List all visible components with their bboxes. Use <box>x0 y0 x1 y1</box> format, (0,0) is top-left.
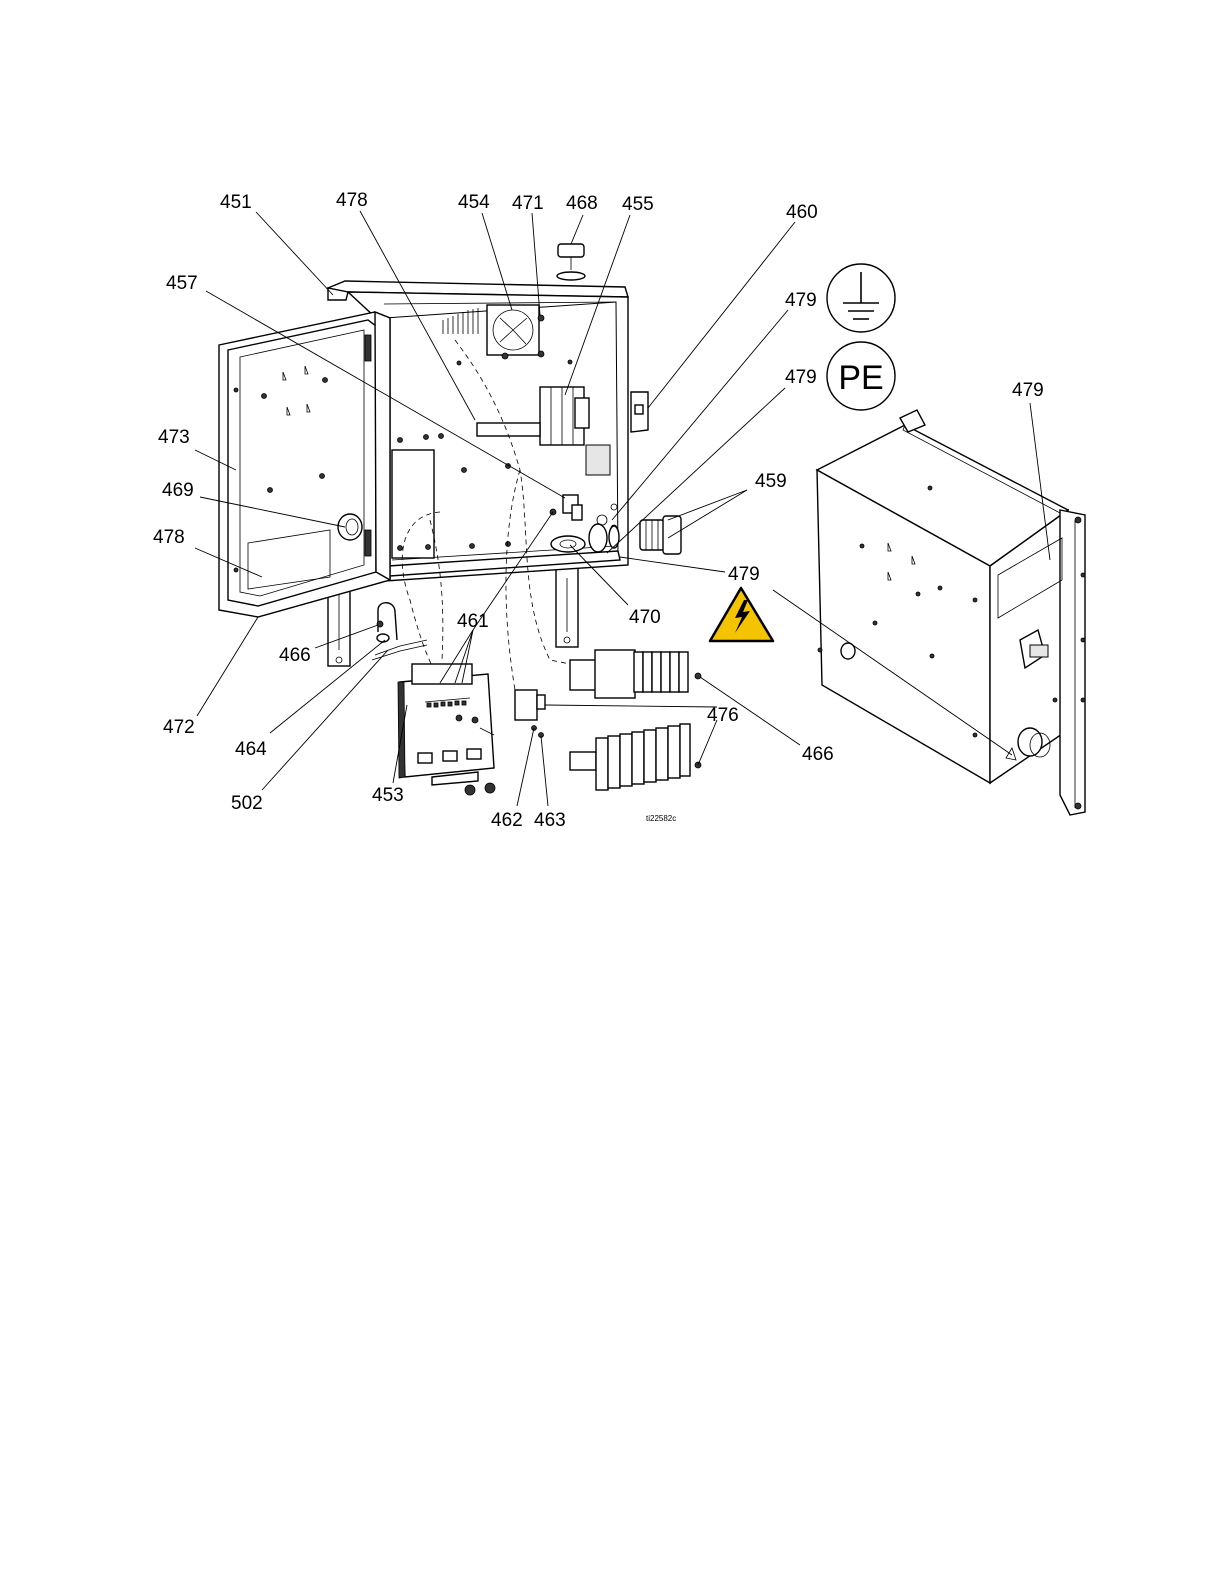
callout-479-ground: 479 <box>785 290 817 311</box>
enclosure-door <box>219 312 390 617</box>
electrical-hazard-warning-icon <box>710 588 773 641</box>
callout-479-pe: 479 <box>785 367 817 388</box>
ground-hardware <box>372 603 427 660</box>
callout-471: 471 <box>512 193 544 214</box>
callout-466-left: 466 <box>279 645 311 666</box>
figure-reference-id: ti22582c <box>646 814 676 823</box>
callout-466-right: 466 <box>802 744 834 765</box>
callout-457: 457 <box>166 273 198 294</box>
callout-479-warning: 479 <box>728 564 760 585</box>
callout-470: 470 <box>629 607 661 628</box>
callout-459: 459 <box>755 471 787 492</box>
callout-479-label: 479 <box>1012 380 1044 401</box>
callout-461: 461 <box>457 611 489 632</box>
callout-478-top: 478 <box>336 190 368 211</box>
callout-455: 455 <box>622 194 654 215</box>
pe-label: PE <box>838 359 883 397</box>
callout-454: 454 <box>458 192 490 213</box>
callout-469: 469 <box>162 480 194 501</box>
din-terminal-block-lower <box>570 724 701 790</box>
callout-502: 502 <box>231 793 263 814</box>
callout-478-door: 478 <box>153 527 185 548</box>
callout-462: 462 <box>491 810 523 831</box>
callout-473: 473 <box>158 427 190 448</box>
callout-464: 464 <box>235 739 267 760</box>
callout-451: 451 <box>220 192 252 213</box>
relay <box>515 690 545 738</box>
callout-453: 453 <box>372 785 404 806</box>
callout-472: 472 <box>163 717 195 738</box>
callout-463: 463 <box>534 810 566 831</box>
ground-bracket <box>631 392 648 432</box>
protective-earth-ground-icon <box>827 264 895 332</box>
din-terminal-block-upper <box>570 650 701 698</box>
pe-symbol: PE <box>827 342 895 410</box>
callout-468: 468 <box>566 193 598 214</box>
control-module <box>398 664 495 795</box>
callout-476: 476 <box>707 705 739 726</box>
callout-460: 460 <box>786 202 818 223</box>
closed-enclosure <box>817 410 1085 815</box>
